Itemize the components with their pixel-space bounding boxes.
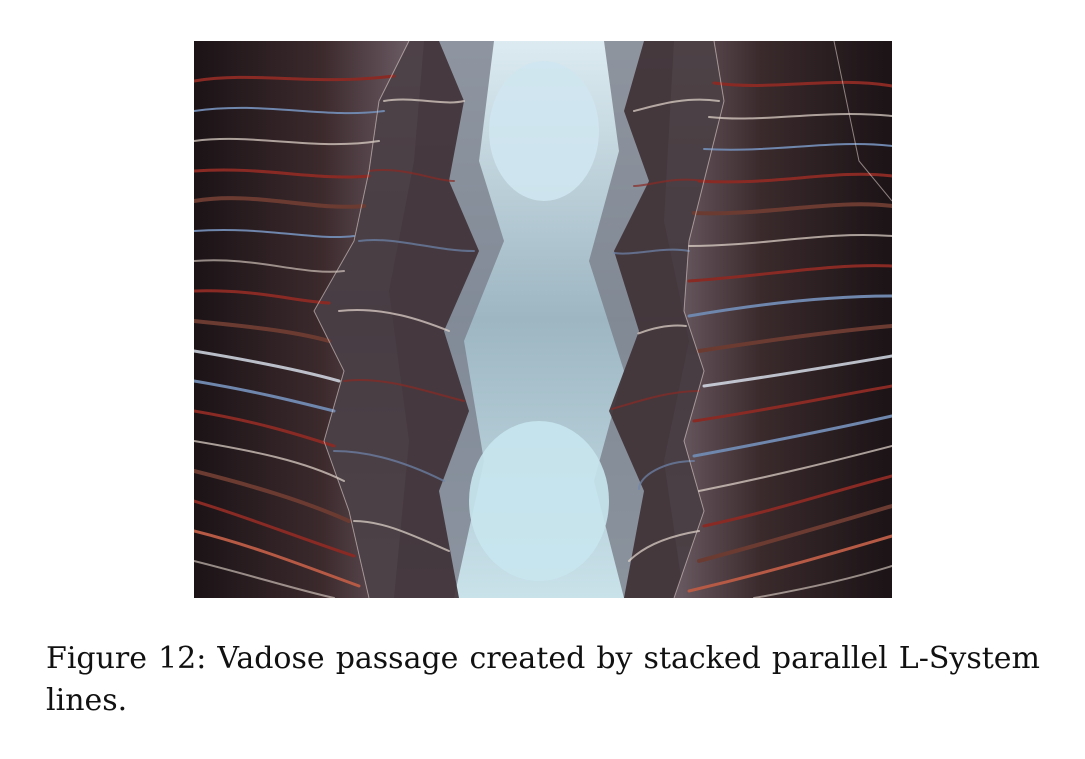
canyon-render-icon xyxy=(194,41,892,598)
figure-caption: Figure 12: Vadose passage created by sta… xyxy=(46,641,1040,718)
figure-image xyxy=(194,41,892,598)
